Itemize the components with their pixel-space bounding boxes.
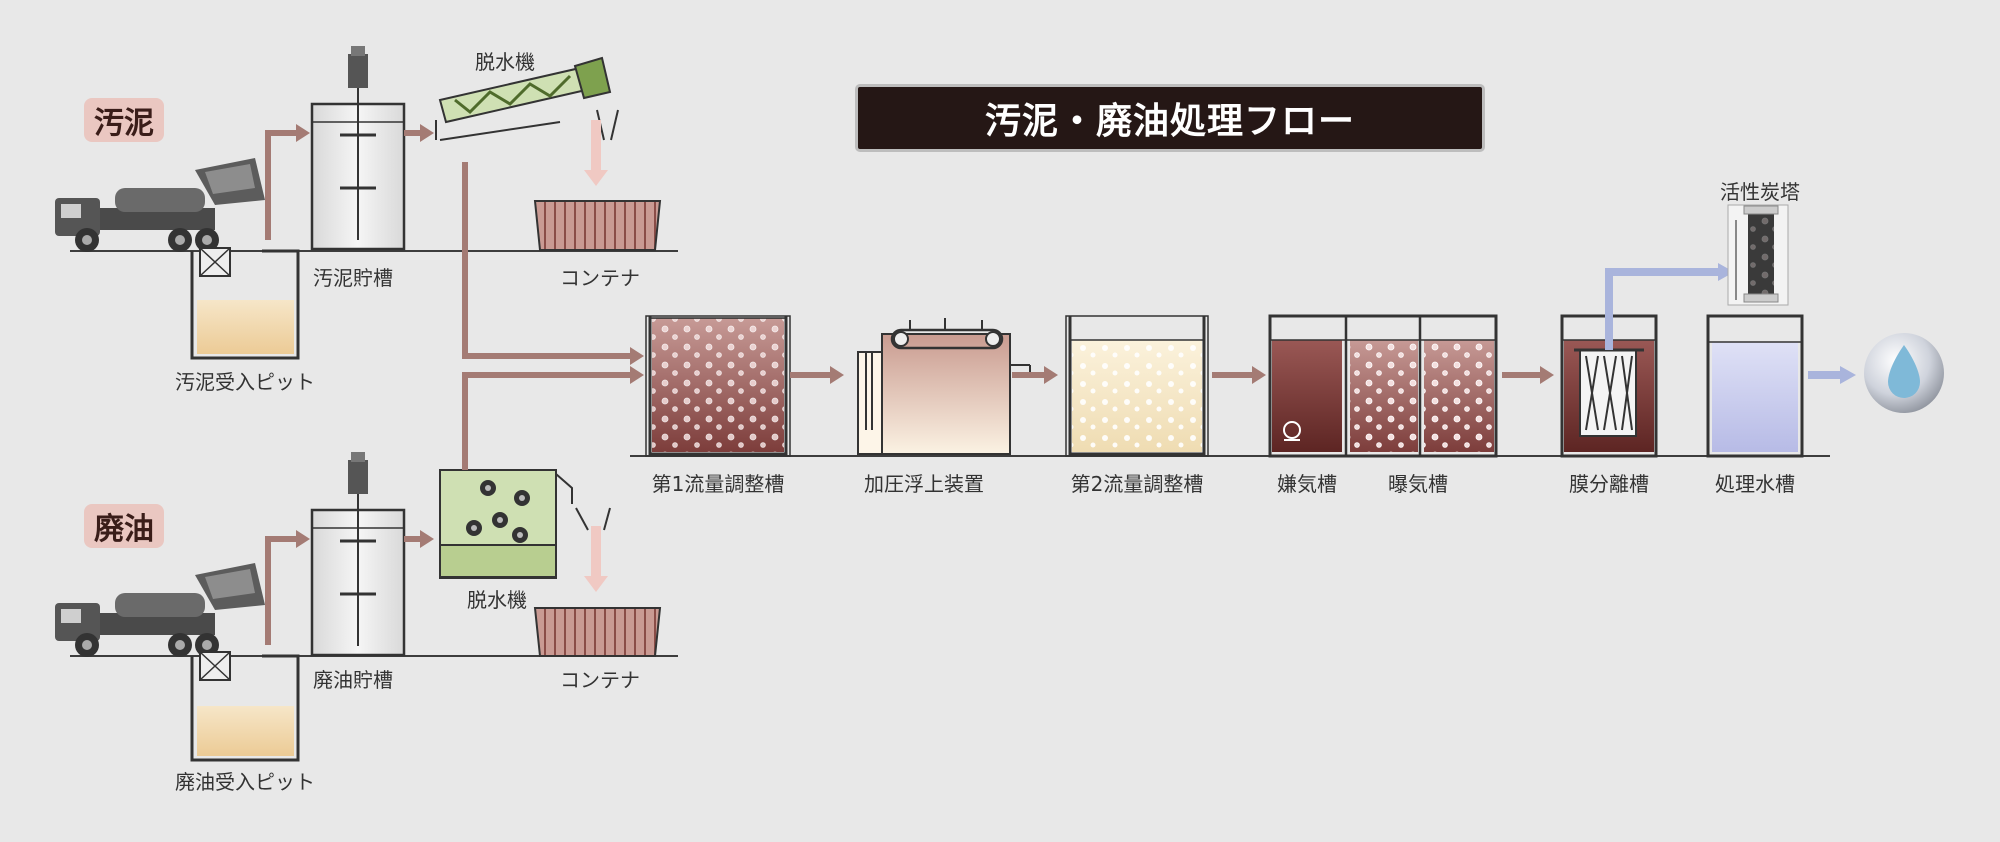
category-badge-oil: 廃油 <box>84 504 164 548</box>
dehydrator-to-container-arrow-bottom <box>584 526 608 592</box>
anaerobic-aeration-tanks <box>1270 316 1496 456</box>
label-dehydrator-top: 脱水機 <box>475 46 535 75</box>
container-top <box>535 201 660 250</box>
page-title: 汚泥・廃油処理フロー <box>855 84 1485 152</box>
arrow-head <box>830 366 844 384</box>
oil-storage-tank <box>312 452 404 655</box>
arrow-head <box>1840 366 1856 384</box>
label-sludge-storage: 汚泥貯槽 <box>313 262 393 291</box>
arrow-head <box>1252 366 1266 384</box>
arrow-head <box>296 124 310 142</box>
label-flow-adjust-1: 第1流量調整槽 <box>652 468 785 497</box>
arrow-head <box>420 124 434 142</box>
label-membrane: 膜分離槽 <box>1569 468 1649 497</box>
arrow-head <box>1044 366 1058 384</box>
container-bottom <box>535 608 660 656</box>
label-container-bottom: コンテナ <box>560 664 640 693</box>
label-dehydrator-bottom: 脱水機 <box>467 584 527 613</box>
label-treated-water: 処理水槽 <box>1715 468 1795 497</box>
arrow-head <box>1540 366 1554 384</box>
label-sludge-pit: 汚泥受入ピット <box>175 366 315 395</box>
flow-adjustment-tank-1 <box>646 316 790 456</box>
label-aeration: 曝気槽 <box>1388 468 1448 497</box>
label-oil-pit: 廃油受入ピット <box>175 766 315 795</box>
water-drop-icon <box>1864 333 1944 413</box>
truck-oil-icon <box>55 563 265 657</box>
dissolved-air-flotation <box>858 318 1030 454</box>
category-badge-sludge: 汚泥 <box>84 98 164 142</box>
label-anaerobic: 嫌気槽 <box>1277 468 1337 497</box>
permeate-line <box>1609 272 1720 350</box>
label-oil-storage: 廃油貯槽 <box>313 664 393 693</box>
dehydrator-to-container-arrow-top <box>584 120 608 186</box>
flow-adjustment-tank-2 <box>1066 316 1208 456</box>
label-flow-adjust-2: 第2流量調整槽 <box>1071 468 1204 497</box>
label-container-top: コンテナ <box>560 262 640 291</box>
drum-dehydrator <box>440 470 610 578</box>
truck-sludge-icon <box>55 158 265 252</box>
sludge-pit <box>192 248 298 358</box>
arrow-head <box>630 366 644 384</box>
arrow-head <box>420 530 434 548</box>
label-carbon-tower: 活性炭塔 <box>1720 176 1800 205</box>
sludge-storage-tank <box>312 46 404 249</box>
activated-carbon-tower <box>1728 205 1788 305</box>
oil-pit <box>192 652 298 760</box>
arrow-head <box>296 530 310 548</box>
arrow-head <box>630 347 644 365</box>
label-daf: 加圧浮上装置 <box>864 468 984 497</box>
treated-water-tank <box>1708 316 1802 456</box>
storage-to-dehydrator-arrows <box>404 133 420 539</box>
